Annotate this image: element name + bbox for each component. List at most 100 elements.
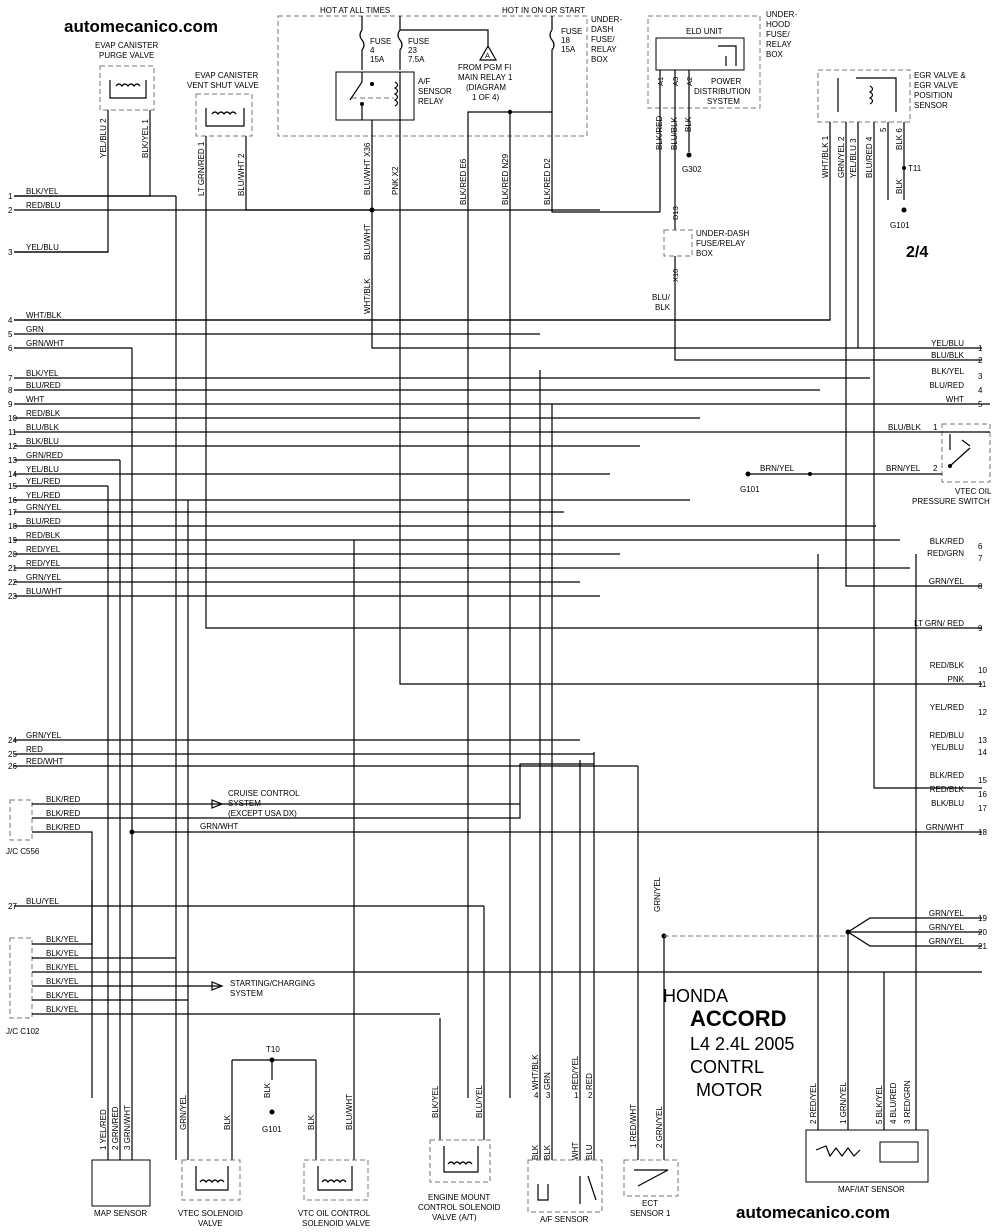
left-pin-number: 9 xyxy=(8,400,13,409)
left-pin-label: BLK/BLU xyxy=(26,437,59,446)
vent-wire-2: BLU/WHT 2 xyxy=(237,153,246,196)
left-pin-label: YEL/BLU xyxy=(26,243,59,252)
site-watermark-bottom: automecanico.com xyxy=(736,1203,890,1222)
af-sensor: A/F SENSOR WHT/BLK GRN RED/YEL RED 4 3 1… xyxy=(527,1054,603,1224)
x10-pin: X10 xyxy=(671,269,680,282)
svg-text:BLU/WHT: BLU/WHT xyxy=(345,1094,354,1130)
left-pin-label: RED/BLK xyxy=(26,531,61,540)
right-pin-number: 16 xyxy=(978,790,987,799)
svg-text:BLK/YEL: BLK/YEL xyxy=(431,1085,440,1118)
egr-wire-3: YEL/BLU 3 xyxy=(849,138,858,178)
right-pin-number: 17 xyxy=(978,804,987,813)
left-pin-number: 1 xyxy=(8,192,13,201)
svg-text:BLK: BLK xyxy=(223,1114,232,1130)
left-pin-label: BLU/YEL xyxy=(26,897,59,906)
vtec-gnd: G101 xyxy=(740,485,760,494)
left-pin-label: BLU/BLK xyxy=(26,423,60,432)
main-wire-d2: BLK/RED D2 xyxy=(543,158,552,205)
title-line1: CONTRL xyxy=(690,1057,764,1077)
t10-blk: BLK xyxy=(263,1082,272,1098)
right-pin-number: 20 xyxy=(978,928,987,937)
svg-text:BLK/YEL: BLK/YEL xyxy=(46,949,79,958)
svg-text:2: 2 xyxy=(933,464,938,473)
svg-text:BLK: BLK xyxy=(307,1114,316,1130)
relay-wire-4: WHT/BLK xyxy=(363,278,372,314)
grn-wht-18: GRN/WHT xyxy=(200,822,238,831)
eld-wire-3: BLK xyxy=(684,116,693,132)
left-pin-label: YEL/RED xyxy=(26,491,60,500)
underhood-box-label: UNDER- HOOD FUSE/ RELAY BOX xyxy=(766,10,799,59)
right-pin-number: 12 xyxy=(978,708,987,717)
title-line2: MOTOR xyxy=(696,1080,763,1100)
purge-wire-2: BLK/YEL 1 xyxy=(141,119,150,158)
left-pin-label: GRN xyxy=(26,325,44,334)
right-pin-number: 4 xyxy=(978,386,983,395)
main-wire-n29: BLK/RED N29 xyxy=(501,153,510,205)
jc-c102: BLK/YEL BLK/YEL BLK/YEL BLK/YEL BLK/YEL … xyxy=(6,880,982,1036)
left-pin-number: 25 xyxy=(8,750,17,759)
left-pin-label: WHT xyxy=(26,395,44,404)
left-pin-label: RED/BLK xyxy=(26,409,61,418)
right-pin-label: WHT xyxy=(946,395,964,404)
title-block: HONDA ACCORD L4 2.4L 2005 CONTRL MOTOR xyxy=(663,986,794,1100)
left-pin-number: 14 xyxy=(8,470,17,479)
right-pin-number: 10 xyxy=(978,666,987,675)
right-pin-number: 14 xyxy=(978,748,987,757)
svg-text:BLK/YEL: BLK/YEL xyxy=(46,963,79,972)
left-pin-number: 20 xyxy=(8,550,17,559)
svg-text:A/F SENSOR: A/F SENSOR xyxy=(540,1215,589,1224)
t10-label: T10 xyxy=(266,1045,280,1054)
left-pin-number: 13 xyxy=(8,456,17,465)
ecm-connector-right: YEL/BLU1BLU/BLK2BLK/YEL3BLU/RED4WHT5BLK/… xyxy=(914,339,987,951)
svg-text:BLK: BLK xyxy=(543,1144,552,1160)
t10-g101: G101 xyxy=(262,1125,282,1134)
eld-wire-1: BLK/RED xyxy=(655,116,664,150)
underhood-fuse-box: UNDER- HOOD FUSE/ RELAY BOX ELD UNIT POW… xyxy=(551,10,982,361)
svg-text:BLK/RED: BLK/RED xyxy=(46,795,80,804)
page-indicator: 2/4 xyxy=(906,244,928,261)
right-pin-number: 11 xyxy=(978,680,987,689)
right-pin-label: GRN/YEL xyxy=(929,937,965,946)
svg-text:J/C C102: J/C C102 xyxy=(6,1027,40,1036)
left-pin-number: 4 xyxy=(8,316,13,325)
right-pin-label: RED/BLK xyxy=(930,785,965,794)
left-pin-label: RED xyxy=(26,745,43,754)
right-pin-label: BLU/BLK xyxy=(931,351,965,360)
svg-text:BLU: BLU xyxy=(585,1144,594,1160)
left-pin-label: BLU/WHT xyxy=(26,587,62,596)
svg-text:BLK/YEL: BLK/YEL xyxy=(46,977,79,986)
hot-at-all-times: HOT AT ALL TIMES xyxy=(320,6,390,15)
left-pin-label: YEL/RED xyxy=(26,477,60,486)
left-pin-number: 23 xyxy=(8,592,17,601)
left-pin-number: 27 xyxy=(8,902,17,911)
egr-g101: G101 xyxy=(890,221,910,230)
right-pin-number: 6 xyxy=(978,542,983,551)
d13-pin: D13 xyxy=(671,206,680,220)
left-pin-number: 10 xyxy=(8,414,17,423)
svg-text:WHT: WHT xyxy=(571,1142,580,1160)
right-pin-number: 7 xyxy=(978,554,983,563)
left-pin-number: 26 xyxy=(8,762,17,771)
svg-text:BLK/RED: BLK/RED xyxy=(46,809,80,818)
left-pin-label: GRN/WHT xyxy=(26,339,64,348)
left-pin-number: 19 xyxy=(8,536,17,545)
relay-wire-1: BLU/WHT X36 xyxy=(363,142,372,195)
svg-text:GRN/YEL: GRN/YEL xyxy=(179,1094,188,1130)
blu-blk-label: BLU/BLK xyxy=(652,293,671,312)
right-pin-label: RED/BLK xyxy=(930,661,965,670)
site-watermark-top: automecanico.com xyxy=(64,17,218,36)
svg-text:BLK/YEL: BLK/YEL xyxy=(46,1005,79,1014)
left-pin-label: GRN/YEL xyxy=(26,731,62,740)
right-pin-label: GRN/YEL xyxy=(929,909,965,918)
left-pin-number: 7 xyxy=(8,374,13,383)
